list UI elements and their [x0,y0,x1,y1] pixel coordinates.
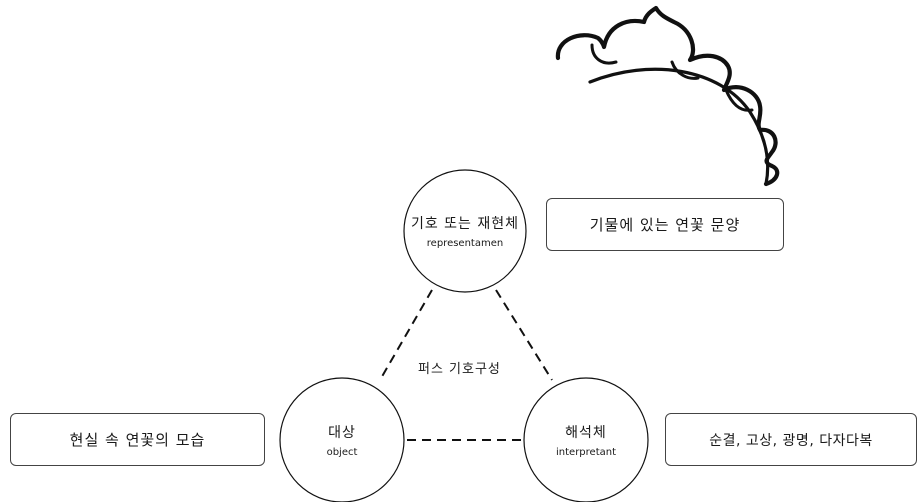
object-label-ko: 대상 [328,425,356,441]
pattern-box: 기물에 있는 연꽃 문양 [546,198,784,251]
interpretant-label-ko: 해석체 [565,425,607,441]
edge-representamen-interpretant [495,289,553,381]
lotus-pattern-icon [555,5,780,187]
center-label: 퍼스 기호구성 [418,362,501,377]
representamen-label-ko: 기호 또는 재현체 [410,216,520,232]
interpretant-node: 해석체 interpretant [524,378,648,502]
object-node: 대상 object [280,378,404,502]
representamen-label-en: representamen [426,238,504,249]
reality-box: 현실 속 연꽃의 모습 [10,413,265,466]
meaning-box: 순결, 고상, 광명, 다자다복 [665,413,917,466]
interpretant-label-en: interpretant [556,447,616,458]
object-node-circle [279,377,405,502]
edge-representamen-object [379,289,433,381]
interpretant-node-circle [523,377,649,502]
object-label-en: object [326,447,358,458]
representamen-node-circle [403,169,527,293]
representamen-node: 기호 또는 재현체 representamen [404,170,526,292]
